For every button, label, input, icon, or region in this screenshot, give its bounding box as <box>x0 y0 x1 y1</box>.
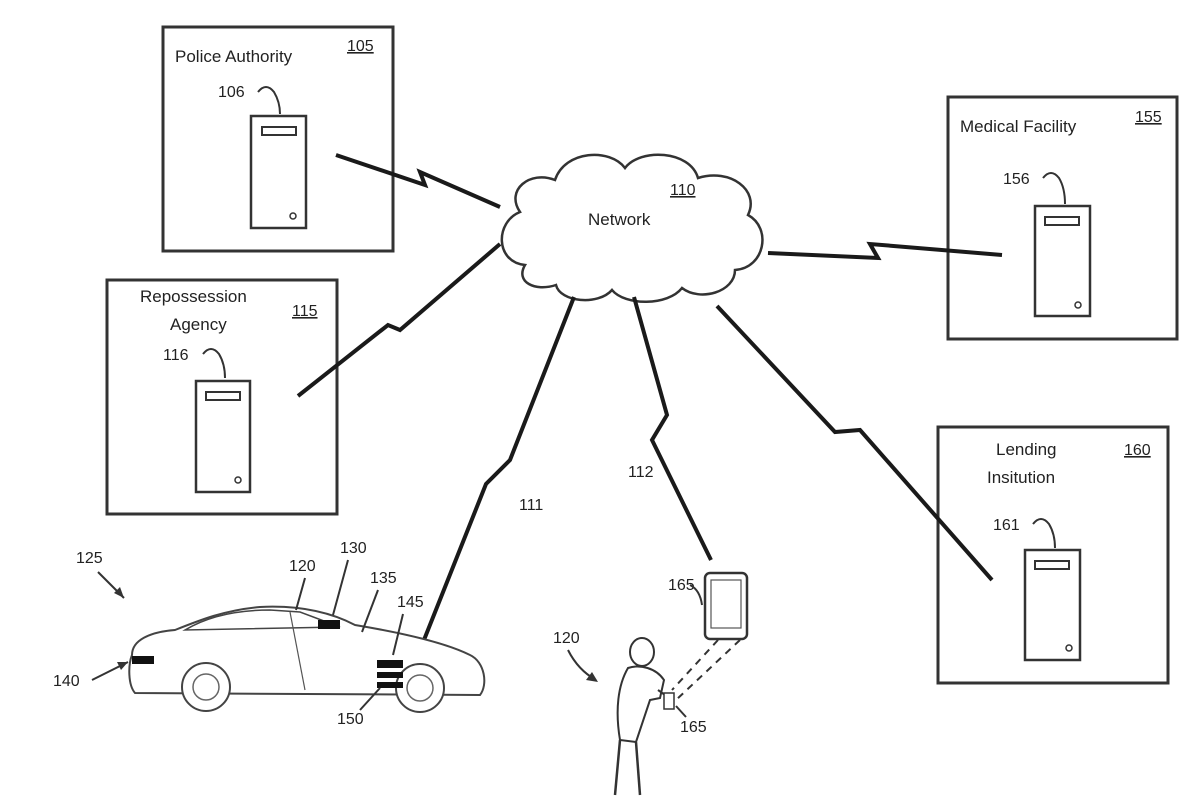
lending-server-ref: 161 <box>993 517 1020 534</box>
link-police-network <box>335 153 501 209</box>
network-title: Network <box>588 210 651 229</box>
medical-server-leader <box>1042 172 1066 205</box>
hand-device-leader <box>675 705 687 718</box>
sensor-130 <box>318 620 340 629</box>
police-authority-node: Police Authority 105 106 <box>161 25 395 253</box>
medical-facility-node: Medical Facility 155 156 <box>946 95 1179 341</box>
link-network-phone <box>632 296 713 561</box>
medical-facility-ref: 155 <box>1135 109 1162 126</box>
lending-institution-ref: 160 <box>1124 442 1151 459</box>
person-ref: 120 <box>553 630 580 647</box>
lending-server-leader <box>1032 518 1056 549</box>
repossession-agency-node: Repossession Agency 115 116 <box>105 278 339 516</box>
network-ref: 110 <box>670 182 696 199</box>
police-authority-ref: 105 <box>347 38 374 55</box>
repossession-server-ref: 116 <box>163 347 189 364</box>
link-network-vehicle <box>418 296 576 651</box>
sensor-130-leader <box>332 559 349 616</box>
repossession-agency-title-line2: Agency <box>170 315 227 334</box>
vehicle-link-ref: 111 <box>519 497 543 514</box>
vehicle-rear-wheel <box>395 663 445 713</box>
hand-device-ref: 165 <box>680 719 707 736</box>
police-authority-title: Police Authority <box>175 47 293 66</box>
sensor-135-leader <box>361 589 379 633</box>
medical-facility-box <box>946 95 1179 341</box>
vehicle-front-wheel <box>181 662 231 712</box>
repossession-server-icon <box>194 379 252 494</box>
medical-server-ref: 156 <box>1003 171 1030 188</box>
police-server-ref: 106 <box>218 84 245 101</box>
police-authority-box <box>161 25 395 253</box>
repossession-agency-ref: 115 <box>292 303 318 320</box>
person-figure <box>613 637 675 796</box>
lending-institution-title-line2: Insitution <box>987 468 1055 487</box>
link-repo-network <box>296 242 502 398</box>
repossession-agency-box <box>105 278 339 516</box>
sensor-135-ref: 135 <box>370 570 397 587</box>
phone-ref-leader <box>689 584 703 606</box>
vehicle: 125 120 130 135 145 140 150 <box>53 540 486 728</box>
medical-facility-title: Medical Facility <box>960 117 1077 136</box>
phone-signal-dash-2 <box>675 639 741 701</box>
phone-signal-dash-1 <box>671 639 719 691</box>
link-network-medical <box>767 241 1003 261</box>
sensor-150-ref: 150 <box>337 711 364 728</box>
network-cloud: Network 110 <box>500 153 764 303</box>
lending-institution-title-line1: Lending <box>996 440 1057 459</box>
sensor-140 <box>132 656 154 664</box>
sensor-145-leader <box>392 613 404 656</box>
sensor-130-ref: 130 <box>340 540 367 557</box>
phone-ref: 165 <box>668 577 695 594</box>
phone-icon <box>703 571 749 641</box>
mobile-link-ref: 112 <box>628 464 654 481</box>
lending-server-icon <box>1023 548 1082 662</box>
medical-server-icon <box>1033 204 1092 318</box>
repossession-server-leader <box>202 348 226 379</box>
network-cloud-shape <box>500 153 764 303</box>
vehicle-ref: 125 <box>76 550 103 567</box>
lending-institution-box <box>936 425 1170 685</box>
lending-institution-node: Lending Insitution 160 161 <box>936 425 1170 685</box>
police-server-leader <box>257 86 281 115</box>
link-network-lending <box>715 304 994 582</box>
vehicle-ref-arrowhead <box>114 587 124 598</box>
sensor-140-ref: 140 <box>53 673 80 690</box>
sensor-145-ref: 145 <box>397 594 424 611</box>
person: 120 165 165 <box>553 571 749 796</box>
police-server-icon <box>249 114 308 230</box>
vehicle-windows <box>182 609 341 631</box>
sensor-150a <box>377 672 403 678</box>
vehicle-door-line <box>289 611 306 691</box>
repossession-agency-title-line1: Repossession <box>140 287 247 306</box>
occupant-ref: 120 <box>289 558 316 575</box>
sensor-150-leader <box>359 687 381 711</box>
sensor-145 <box>377 660 403 668</box>
hand-device-icon <box>663 692 675 710</box>
sensor-150b <box>377 682 403 688</box>
occupant-leader <box>295 577 306 611</box>
